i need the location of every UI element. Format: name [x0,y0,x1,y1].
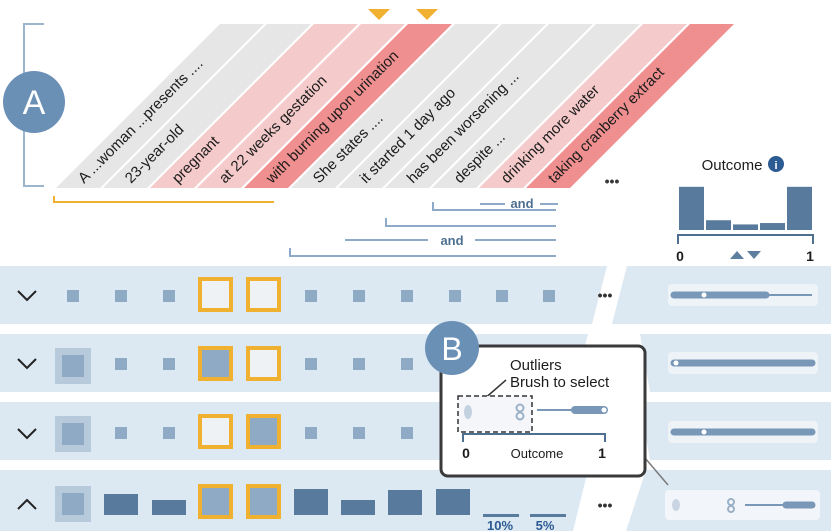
token-header: A A ...woman ...presents ....23-year-old… [3,9,814,264]
svg-text:i: i [774,160,777,172]
row-outcome-panel [665,490,820,520]
callout-brush-text: Brush to select [510,374,610,391]
token-stripe[interactable] [432,24,640,188]
row-band [0,266,607,324]
outcome-histogram [679,186,812,230]
histogram-bar [733,224,758,230]
histogram-bar [679,186,704,230]
token-stripe[interactable] [103,24,311,188]
chevron-down-icon[interactable] [17,290,37,302]
callout-axis-label: Outcome [511,446,564,461]
histogram-bar [760,223,785,230]
chevron-down-icon[interactable] [17,428,37,440]
highlight-cell[interactable] [246,277,281,312]
more-tokens-ellipsis[interactable]: ••• [605,173,620,189]
highlight-cell[interactable] [246,414,281,449]
highlight-cell[interactable] [198,346,233,381]
info-icon[interactable] [768,156,784,172]
highlight-cell[interactable] [198,414,233,449]
callout-axis [462,433,606,442]
outcome-title: Outcome [702,157,763,174]
row-ellipsis[interactable]: ••• [598,497,613,513]
highlight-cell[interactable] [198,277,233,312]
section-a-badge [3,71,65,133]
chevron-down-icon[interactable] [17,358,37,370]
token-stripe[interactable] [479,24,687,188]
token-stripe[interactable] [244,24,452,188]
token-stripe[interactable] [526,24,734,188]
callout-axis-max: 1 [598,445,606,461]
span-bracket-3 [289,248,556,257]
row-1-cells [67,290,555,302]
outcome-axis-min: 0 [676,248,684,264]
token-stripe[interactable] [291,24,499,188]
and-label: and [440,233,463,248]
span-bracket-2 [385,218,556,227]
section-a-label: A [23,84,46,122]
token-stripe[interactable] [150,24,358,188]
highlight-cell[interactable] [246,484,281,519]
rows-area: ••• 10% 5% [0,266,831,531]
outcome-axis-max: 1 [806,248,814,264]
chevron-up-icon[interactable] [17,498,37,510]
section-b-label: B [441,331,462,367]
range-handle-up-icon[interactable] [730,251,744,259]
highlight-cell[interactable] [246,346,281,381]
highlight-cell[interactable] [198,484,233,519]
percent-label: 5% [536,518,555,531]
histogram-bar [706,220,731,230]
token-stripe[interactable] [385,24,593,188]
histogram-bar [787,186,812,230]
callout-outliers-text: Outliers [510,357,562,374]
outcome-axis [677,234,814,244]
expanded-bars [104,489,566,517]
highlight-marker-icon [368,9,390,20]
callout-axis-min: 0 [462,445,470,461]
span-bracket-1 [432,202,556,211]
token-stripe[interactable] [197,24,405,188]
range-handle-down-icon[interactable] [747,251,761,259]
cell[interactable] [62,493,84,515]
cell[interactable] [62,423,84,445]
token-stripe[interactable] [338,24,546,188]
cell[interactable] [62,355,84,377]
and-label: and [510,196,533,211]
token-stripe[interactable] [56,24,264,188]
highlight-marker-icon [416,9,438,20]
row-ellipsis[interactable]: ••• [598,287,613,303]
section-b-badge [425,321,479,375]
span-bracket-orange [53,196,274,203]
percent-label: 10% [487,518,513,531]
token-stripes: A ...woman ...presents ....23-year-oldpr… [56,24,734,188]
